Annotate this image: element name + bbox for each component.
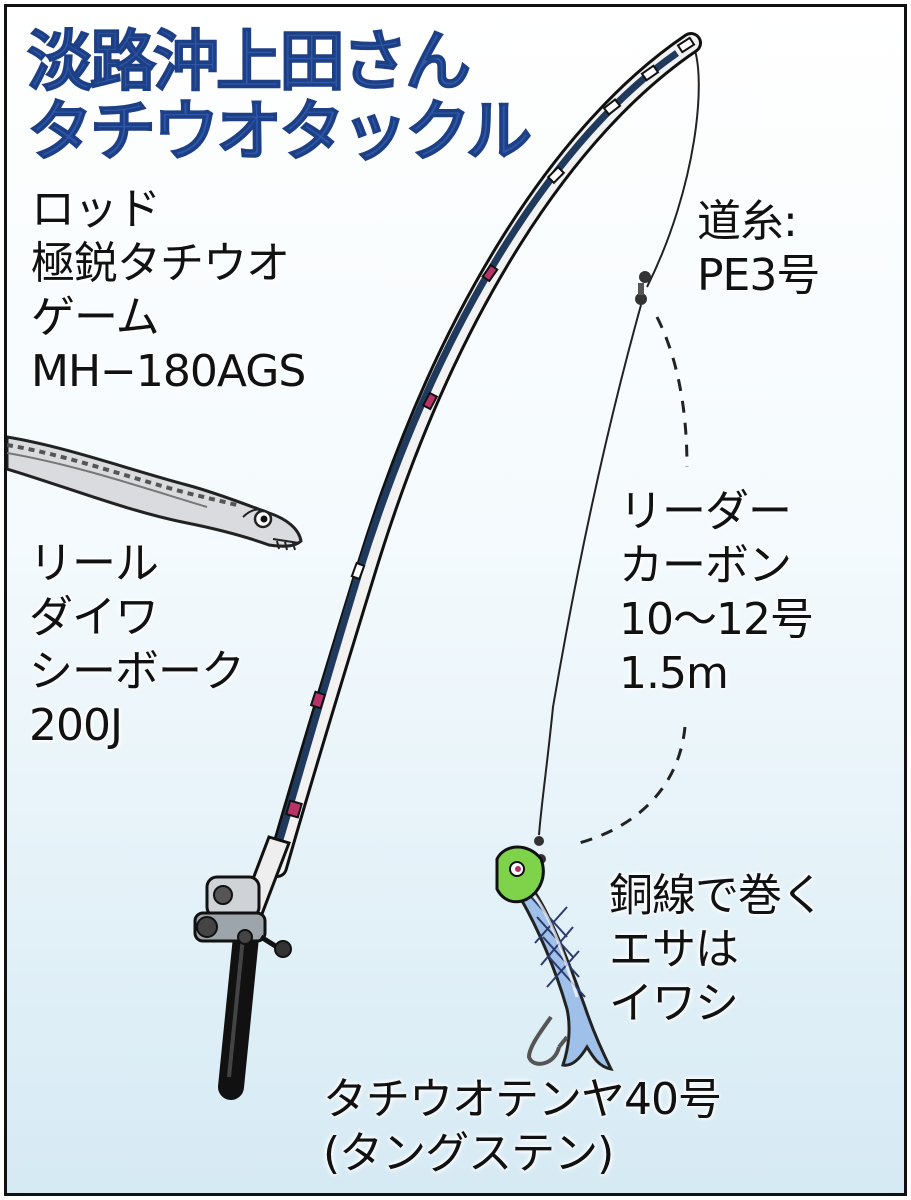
rod-label-line: MH−180AGS (31, 346, 306, 397)
bait-label-line: 銅線で巻く (609, 870, 825, 921)
swivel-top (635, 271, 651, 305)
hook-icon (526, 1015, 569, 1066)
bait-label: 銅線で巻く エサは イワシ (609, 869, 825, 1031)
leader-label-line: カーボン (619, 540, 792, 591)
tackle-illustration (7, 32, 702, 1100)
leader-label-line: 1.5m (619, 648, 729, 699)
rod-label: ロッド 極鋭タチウオ ゲーム MH−180AGS (31, 183, 306, 399)
leader-pointer-top (655, 316, 689, 468)
reel-label-line: ダイワ (29, 592, 159, 643)
leader-label-line: リーダー (619, 486, 792, 537)
tenya-label-line: (タングステン) (323, 1128, 614, 1179)
leader-label: リーダー カーボン 10〜12号 1.5m (619, 485, 814, 701)
title-line-1: 淡路沖上田さん (26, 23, 472, 100)
reel-icon (193, 875, 292, 958)
tenya-label-line: タチウオテンヤ40号 (323, 1074, 722, 1125)
main-line (646, 44, 700, 288)
title-line-2: タチウオタックル (26, 93, 533, 170)
leader-line (538, 304, 642, 836)
rod-label-line: ゲーム (31, 292, 160, 343)
mainline-label: 道糸: PE3号 (697, 195, 820, 303)
diagram-frame: 淡路沖上田さん タチウオタックル ロッド 極鋭タチウオ ゲーム MH−180AG… (4, 4, 907, 1196)
tenya-jig-icon (495, 845, 614, 1071)
fishing-rod-icon (218, 32, 702, 1100)
reel-label-line: リール (29, 538, 159, 589)
reel-label-line: 200J (29, 700, 123, 751)
mainline-label-line: 道糸: (697, 196, 798, 247)
mainline-label-line: PE3号 (697, 250, 820, 301)
reel-label: リール ダイワ シーボーク 200J (29, 537, 245, 753)
cutlassfish-icon (7, 435, 303, 551)
bait-label-line: エサは (609, 924, 739, 975)
bait-label-line: イワシ (609, 978, 739, 1029)
leader-label-line: 10〜12号 (619, 594, 814, 645)
rod-label-line: 極鋭タチウオ (31, 238, 290, 289)
leader-pointer-bottom (578, 726, 687, 845)
tenya-label: タチウオテンヤ40号 (タングステン) (323, 1073, 722, 1181)
reel-label-line: シーボーク (29, 646, 245, 697)
rod-label-line: ロッド (31, 184, 161, 235)
